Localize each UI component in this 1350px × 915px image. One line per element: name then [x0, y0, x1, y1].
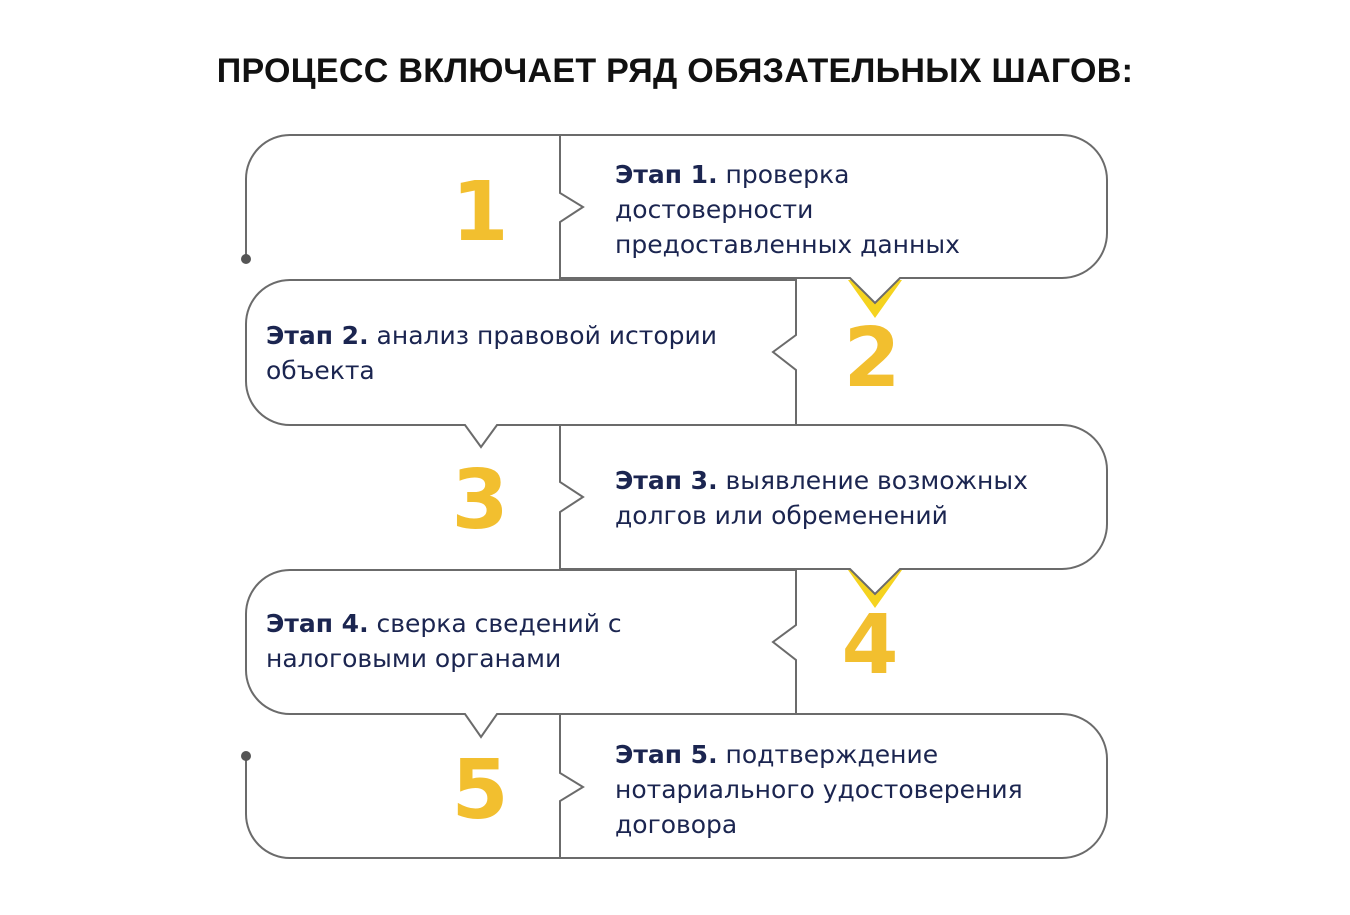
- end-dot: [241, 751, 251, 761]
- step-2-text: Этап 2. анализ правовой истории объекта: [266, 318, 766, 388]
- step-1-box: [559, 134, 1108, 305]
- step-5-description: подтверждение нотариального удостоверени…: [615, 740, 1023, 839]
- end-connector-line: [245, 756, 560, 859]
- step-4-text: Этап 4. сверка сведений с налоговыми орг…: [266, 606, 666, 676]
- page-title: ПРОЦЕСС ВКЛЮЧАЕТ РЯД ОБЯЗАТЕЛЬНЫХ ШАГОВ:: [216, 52, 1134, 90]
- step-4-box: [245, 569, 797, 739]
- step-4-description: сверка сведений с налоговыми органами: [266, 609, 622, 673]
- step-3-box: [559, 424, 1108, 596]
- step-5-text: Этап 5. подтверждение нотариального удос…: [615, 737, 1065, 842]
- step-4-label: Этап 4.: [266, 609, 369, 638]
- step-2-label: Этап 2.: [266, 321, 369, 350]
- start-connector-line: [245, 134, 560, 259]
- step-5-label: Этап 5.: [615, 740, 718, 769]
- step-1-text: Этап 1. проверка достоверности предостав…: [615, 157, 1015, 262]
- step-3-description: выявление возможных долгов или обременен…: [615, 466, 1028, 530]
- step-3-text: Этап 3. выявление возможных долгов или о…: [615, 463, 1085, 533]
- step-1-label: Этап 1.: [615, 160, 718, 189]
- step-5-box: [559, 713, 1108, 859]
- step-1-number: 1: [451, 165, 509, 260]
- start-dot: [241, 254, 251, 264]
- step-3-number: 3: [451, 453, 509, 548]
- step-3-label: Этап 3.: [615, 466, 718, 495]
- step-1-description: проверка достоверности предоставленных д…: [615, 160, 960, 259]
- step-4-number: 4: [841, 598, 899, 693]
- step-2-description: анализ правовой истории объекта: [266, 321, 717, 385]
- step-2-box: [245, 279, 797, 449]
- step-2-number: 2: [843, 311, 901, 406]
- step-5-number: 5: [451, 743, 509, 838]
